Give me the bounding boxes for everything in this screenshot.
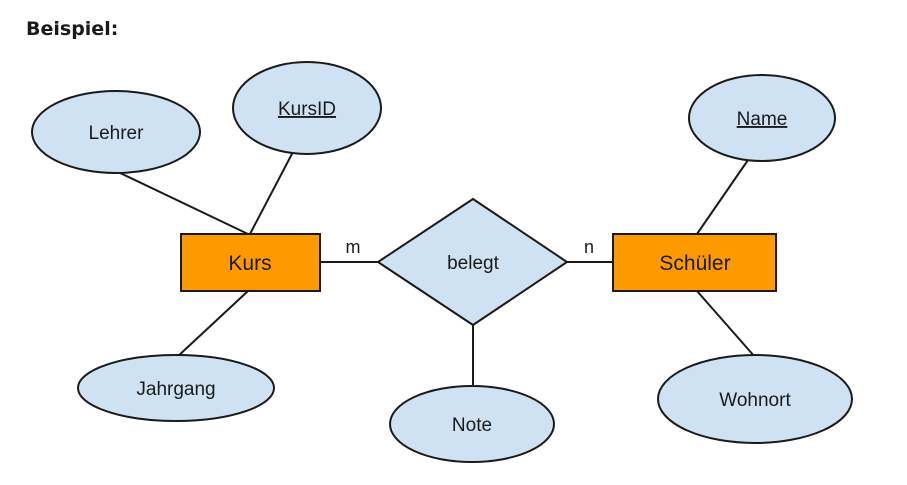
attribute-note-shape [389, 385, 555, 463]
attribute-jahrgang-label: Jahrgang [136, 379, 215, 400]
entity-kurs-label: Kurs [228, 252, 271, 275]
attribute-lehrer: Lehrer [31, 90, 201, 174]
connector-lehrer-kurs [117, 171, 249, 235]
relationship-belegt-label: belegt [447, 253, 499, 274]
attribute-name: Name [688, 74, 836, 162]
connector-lines [117, 149, 756, 387]
attribute-lehrer-label: Lehrer [89, 123, 145, 144]
attribute-kursid-label: KursID [278, 99, 336, 120]
attribute-wohnort: Wohnort [657, 354, 853, 444]
connector-schueler-wohnort [696, 290, 756, 358]
attribute-name-shape [688, 74, 836, 162]
relationship-belegt: belegt [376, 197, 569, 327]
entity-schueler-label: Schüler [659, 252, 730, 275]
attribute-wohnort-shape [657, 354, 853, 444]
attribute-note: Note [389, 385, 555, 463]
attribute-jahrgang: Jahrgang [77, 354, 275, 422]
connector-kursid-kurs [249, 149, 295, 235]
page-heading: Beispiel: [26, 18, 119, 40]
entity-schueler: Schüler [612, 233, 777, 292]
attribute-kursid: KursID [232, 61, 382, 155]
attribute-note-label: Note [452, 415, 492, 436]
entity-kurs-box [180, 233, 321, 292]
attribute-lehrer-shape [31, 90, 201, 174]
attribute-wohnort-label: Wohnort [719, 390, 791, 411]
connector-name-schueler [696, 159, 749, 235]
cardinality-kurs-side: m [346, 237, 361, 257]
attribute-jahrgang-shape [77, 354, 275, 422]
entity-kurs: Kurs [180, 233, 321, 292]
entity-schueler-box [612, 233, 777, 292]
attribute-name-label: Name [737, 109, 788, 130]
attribute-kursid-shape [232, 61, 382, 155]
cardinality-schueler-side: n [584, 237, 594, 257]
connector-kurs-jahrgang [175, 290, 249, 359]
relationship-belegt-diamond [376, 197, 569, 327]
